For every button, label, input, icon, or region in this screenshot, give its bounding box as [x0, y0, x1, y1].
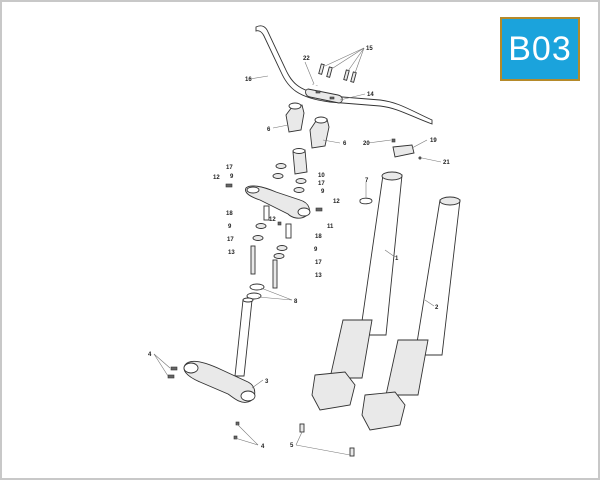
bearing-seals[interactable] [246, 283, 265, 300]
callout-9b: 9 [321, 189, 325, 195]
leader-lines [153, 47, 442, 456]
pinch-bolts[interactable] [225, 183, 323, 226]
clamp-bolts-lower[interactable] [167, 366, 240, 440]
callout-3: 3 [265, 379, 269, 385]
callout-4b: 4 [261, 444, 265, 450]
steering-sleeve[interactable] [292, 148, 308, 175]
clamp-bolts[interactable] [318, 63, 357, 83]
handlebar-risers[interactable] [285, 102, 330, 149]
callout-12c: 12 [269, 217, 276, 223]
callout-9c: 9 [228, 224, 232, 230]
callout-17b: 17 [318, 181, 325, 187]
fork-leg-right[interactable] [361, 196, 461, 431]
callout-10: 10 [318, 173, 325, 179]
callout-21: 21 [443, 160, 450, 166]
callout-9d: 9 [314, 247, 318, 253]
handlebar-clamp[interactable] [305, 88, 343, 104]
callout-6a: 6 [267, 127, 271, 133]
callout-6b: 6 [343, 141, 347, 147]
callout-8: 8 [294, 299, 298, 305]
callout-9a: 9 [230, 174, 234, 180]
callout-12a: 12 [213, 175, 220, 181]
callout-16: 16 [245, 77, 252, 83]
fork-seal-ring[interactable] [359, 197, 373, 205]
callout-1: 1 [395, 256, 399, 262]
upper-washers[interactable] [272, 163, 307, 193]
callout-15: 15 [366, 46, 373, 52]
callout-labels: 1 2 3 4 4 5 6 6 7 8 9 9 9 9 10 11 12 12 … [148, 46, 450, 450]
callout-7: 7 [365, 178, 369, 184]
callout-4a: 4 [148, 352, 152, 358]
lower-triple-clamp[interactable] [183, 297, 256, 403]
callout-17d: 17 [315, 260, 322, 266]
long-bolts[interactable] [250, 245, 278, 289]
callout-14: 14 [367, 92, 374, 98]
fork-leg-left[interactable] [311, 171, 403, 411]
callout-13a: 13 [228, 250, 235, 256]
callout-13b: 13 [315, 273, 322, 279]
callout-11: 11 [327, 224, 334, 230]
callout-17c: 17 [227, 237, 234, 243]
callout-20: 20 [363, 141, 370, 147]
top-cap[interactable] [391, 138, 422, 160]
section-code-badge: B03 [500, 17, 580, 81]
callout-17a: 17 [226, 165, 233, 171]
upper-triple-clamp[interactable] [245, 185, 311, 219]
callout-19: 19 [430, 138, 437, 144]
callout-2: 2 [435, 305, 439, 311]
callout-18b: 18 [315, 234, 322, 240]
callout-18a: 18 [226, 211, 233, 217]
lower-washers[interactable] [252, 223, 288, 259]
callout-12b: 12 [333, 199, 340, 205]
callout-22: 22 [303, 56, 310, 62]
callout-5: 5 [290, 443, 294, 449]
handlebar[interactable] [255, 25, 433, 125]
bushings[interactable] [263, 205, 292, 239]
axle-pinch-bolts[interactable] [299, 423, 355, 457]
